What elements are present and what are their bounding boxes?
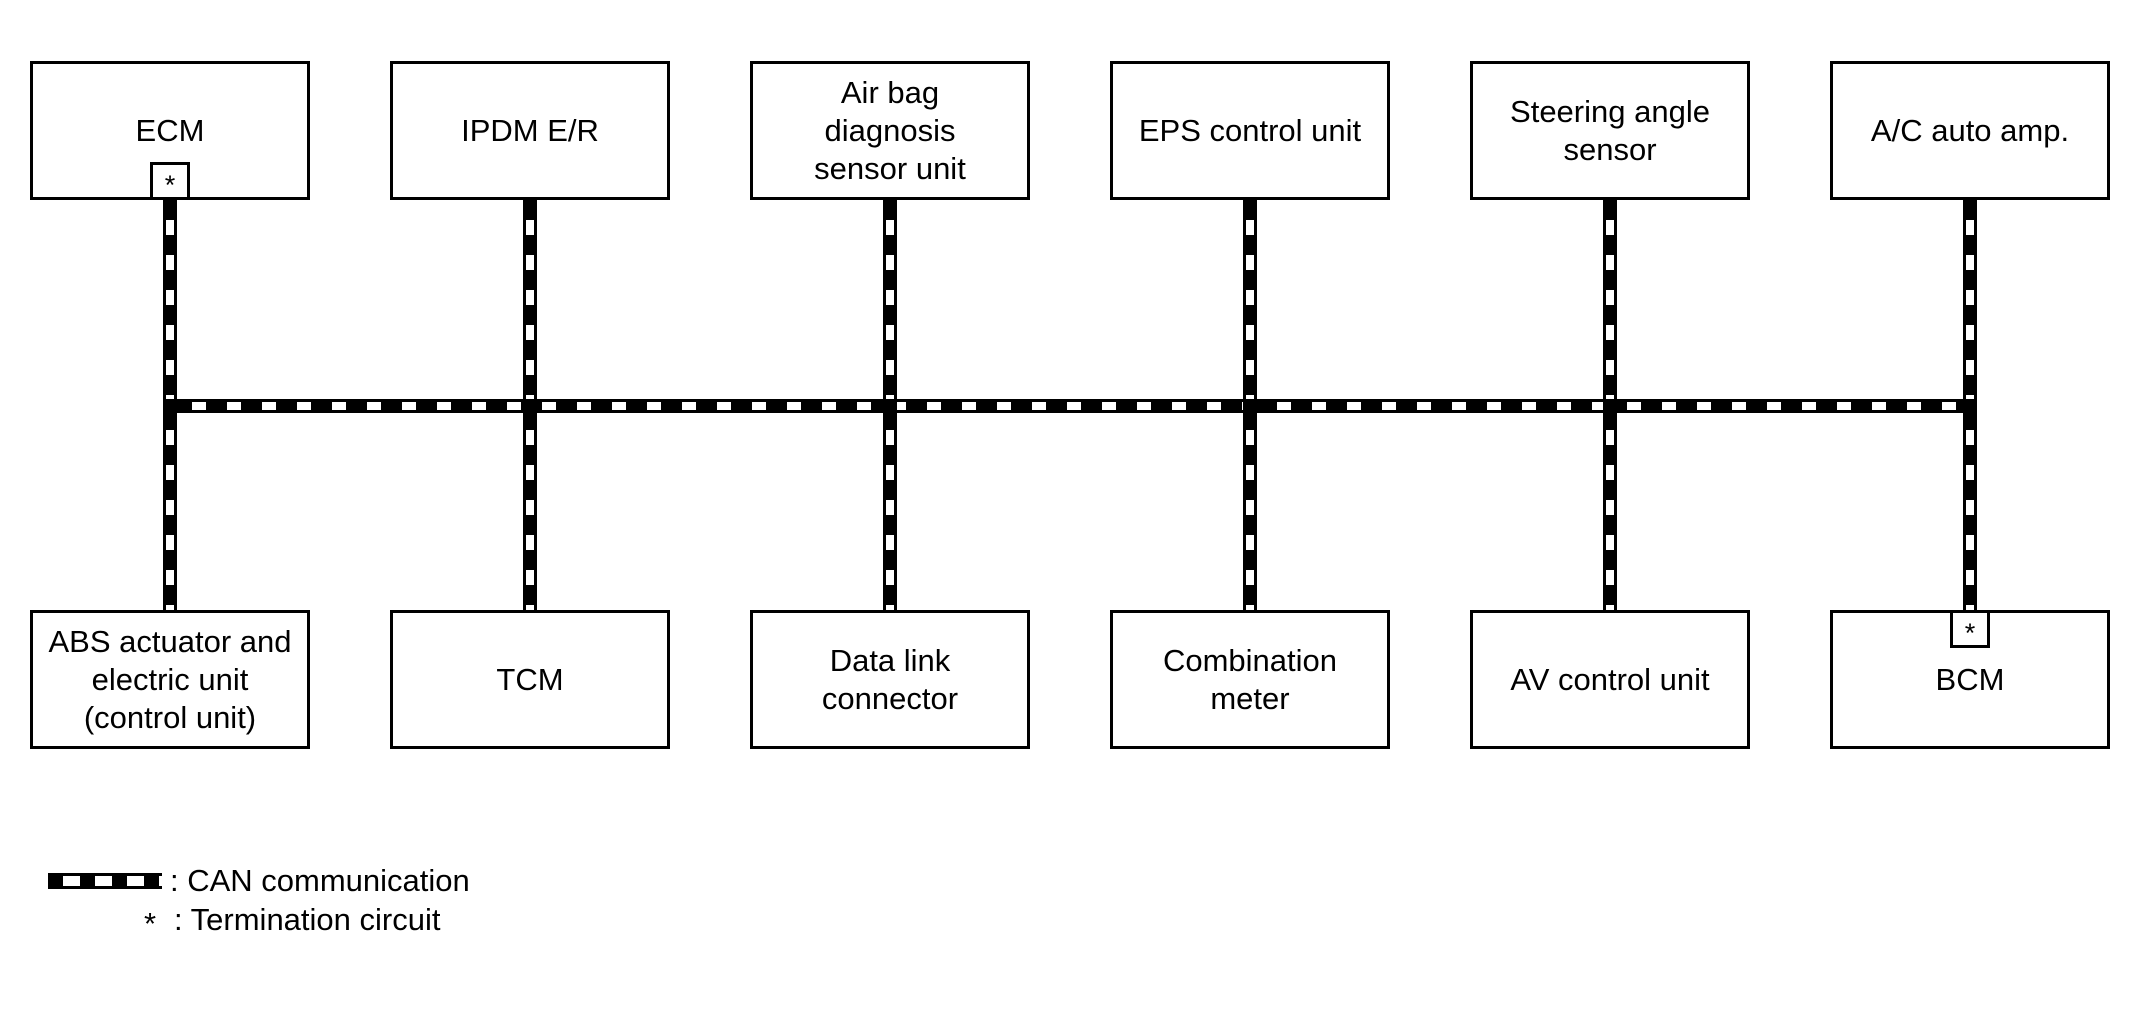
termination-asterisk: * (164, 170, 176, 200)
node-av-control-unit: AV control unit (1470, 610, 1750, 749)
node-abs-actuator-electric-unit: ABS actuator and electric unit (control … (30, 610, 310, 749)
node-label: ECM (135, 112, 205, 148)
node-label: Air bag diagnosis sensor unit (814, 74, 966, 186)
node-label: Steering angle sensor (1510, 93, 1710, 167)
bus-junction (883, 399, 897, 413)
termination-box-ecm: * (150, 162, 190, 200)
node-label: ABS actuator and electric unit (control … (48, 623, 292, 735)
node-ac-auto-amp: A/C auto amp. (1830, 61, 2110, 200)
can-line-symbol (48, 873, 162, 889)
node-label: BCM (1935, 661, 2005, 697)
node-tcm: TCM (390, 610, 670, 749)
node-ipdm-er: IPDM E/R (390, 61, 670, 200)
node-label: Data link connector (821, 642, 959, 716)
node-label: A/C auto amp. (1870, 112, 2070, 148)
termination-asterisk: * (143, 906, 157, 941)
termination-box-bcm: * (1950, 610, 1990, 648)
legend-termination-symbol: * (138, 900, 162, 941)
node-data-link-connector: Data link connector (750, 610, 1030, 749)
node-label: Combination meter (1162, 642, 1338, 716)
bus-junction (523, 399, 537, 413)
bus-junction (1963, 399, 1977, 413)
node-airbag-diagnosis-sensor-unit: Air bag diagnosis sensor unit (750, 61, 1030, 200)
bus-junction (1603, 399, 1617, 413)
legend-termination-label: : Termination circuit (174, 902, 441, 937)
bus-junction (163, 399, 177, 413)
node-label: IPDM E/R (461, 112, 599, 148)
node-label: TCM (496, 661, 564, 697)
node-eps-control-unit: EPS control unit (1110, 61, 1390, 200)
node-label: AV control unit (1510, 661, 1710, 697)
legend-can-label: : CAN communication (170, 863, 470, 898)
bus-junction (1243, 399, 1257, 413)
node-steering-angle-sensor: Steering angle sensor (1470, 61, 1750, 200)
can-bus-horizontal (163, 399, 1977, 413)
termination-asterisk: * (1964, 618, 1976, 648)
node-label: EPS control unit (1138, 112, 1362, 148)
node-combination-meter: Combination meter (1110, 610, 1390, 749)
